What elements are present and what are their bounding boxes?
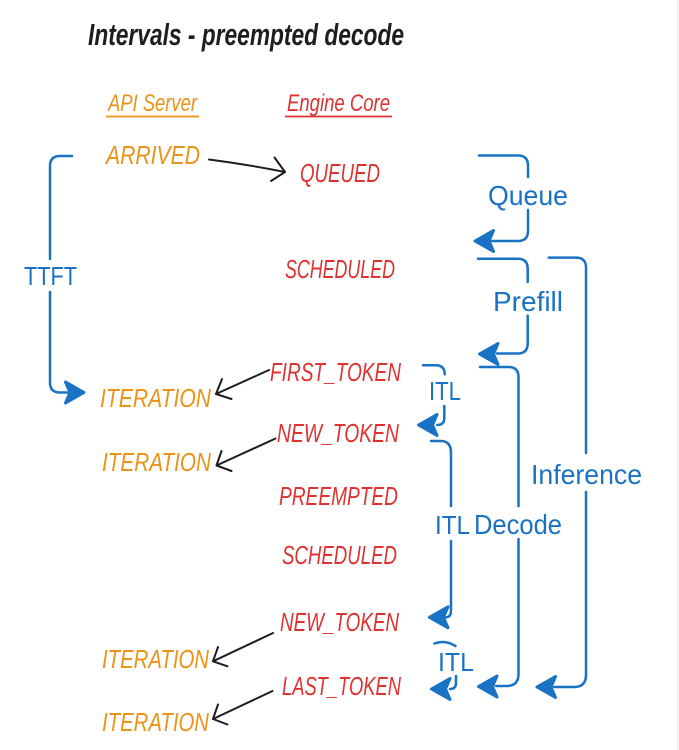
svg-text:FIRST_TOKEN: FIRST_TOKEN — [270, 357, 401, 387]
svg-text:Engine Core: Engine Core — [287, 90, 390, 117]
svg-text:ITERATION: ITERATION — [102, 447, 211, 477]
svg-text:SCHEDULED: SCHEDULED — [282, 540, 397, 570]
svg-text:ARRIVED: ARRIVED — [104, 140, 200, 170]
svg-text:API Server: API Server — [106, 90, 197, 117]
svg-text:TTFT: TTFT — [24, 261, 77, 291]
svg-text:PREEMPTED: PREEMPTED — [279, 481, 398, 511]
svg-text:Inference: Inference — [531, 459, 642, 490]
svg-text:Queue: Queue — [488, 180, 568, 211]
svg-text:NEW_TOKEN: NEW_TOKEN — [277, 418, 399, 448]
svg-text:ITL: ITL — [438, 647, 474, 677]
svg-text:ITERATION: ITERATION — [100, 383, 211, 413]
svg-text:Prefill: Prefill — [493, 286, 563, 317]
svg-text:LAST_TOKEN: LAST_TOKEN — [282, 671, 401, 701]
svg-text:ITERATION: ITERATION — [102, 707, 209, 737]
svg-text:Intervals - preempted decode: Intervals - preempted decode — [88, 17, 404, 52]
svg-text:ITERATION: ITERATION — [102, 644, 209, 674]
svg-text:SCHEDULED: SCHEDULED — [285, 254, 395, 284]
svg-text:NEW_TOKEN: NEW_TOKEN — [280, 607, 399, 637]
svg-text:QUEUED: QUEUED — [300, 158, 380, 188]
svg-text:ITL: ITL — [429, 376, 461, 406]
svg-text:ITL: ITL — [435, 510, 470, 540]
svg-text:Decode: Decode — [474, 509, 562, 540]
